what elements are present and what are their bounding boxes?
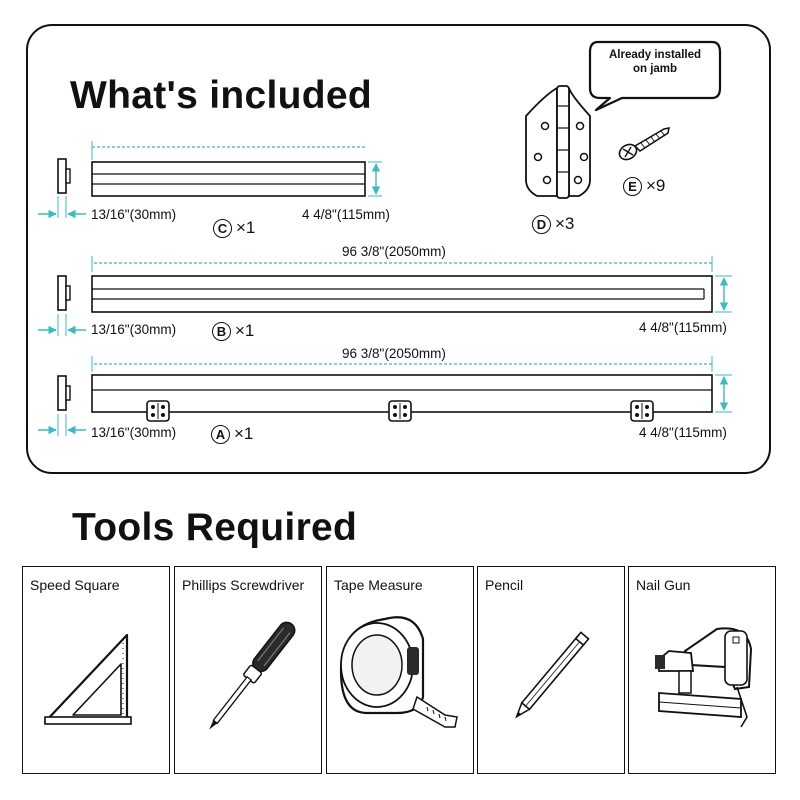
tools-title: Tools Required <box>72 506 358 549</box>
part-d-label: D ×3 <box>532 214 574 234</box>
part-c-letter: C <box>213 218 232 238</box>
part-a-qty: ×1 <box>234 424 254 443</box>
tool-card-tape-measure: Tape Measure <box>326 566 474 774</box>
bubble-line-2: on jamb <box>632 63 678 75</box>
part-e-letter: E <box>623 176 642 196</box>
part-c-label: C ×1 <box>213 218 255 238</box>
included-panel <box>26 24 771 474</box>
tool-name: Pencil <box>485 577 524 593</box>
tool-name: Tape Measure <box>334 577 423 593</box>
part-b-label: B ×1 <box>212 321 254 341</box>
tool-card-phillips-screwdriver: Phillips Screwdriver <box>174 566 322 774</box>
bubble-text: Already installed on jamb <box>594 48 716 76</box>
part-c-qty: ×1 <box>236 218 256 237</box>
part-b-letter: B <box>212 321 231 341</box>
part-c-drawing <box>38 141 382 219</box>
tool-card-pencil: Pencil <box>477 566 625 774</box>
tool-card-nail-gun: Nail Gun <box>628 566 776 774</box>
part-a-length: 96 3/8"(2050mm) <box>342 346 446 361</box>
part-a-width: 4 4/8"(115mm) <box>639 425 727 440</box>
part-a-letter: A <box>211 424 230 444</box>
screw-e-icon <box>618 127 670 161</box>
pencil-icon <box>515 631 590 719</box>
part-d-letter: D <box>532 214 551 234</box>
tool-name: Phillips Screwdriver <box>182 577 305 593</box>
included-drawing <box>38 40 732 436</box>
tool-card-speed-square: Speed Square <box>22 566 170 774</box>
included-title: What's included <box>70 74 372 117</box>
speed-square-icon <box>43 633 132 725</box>
screwdriver-icon <box>209 621 296 730</box>
part-e-qty: ×9 <box>646 176 666 195</box>
part-a-drawing <box>38 356 732 436</box>
part-a-thickness: 13/16"(30mm) <box>91 425 177 440</box>
part-e-label: E ×9 <box>623 176 665 196</box>
speech-bubble <box>588 40 722 112</box>
part-d-qty: ×3 <box>555 214 575 233</box>
part-b-qty: ×1 <box>235 321 255 340</box>
part-c-thickness: 13/16"(30mm) <box>91 207 177 222</box>
part-b-width: 4 4/8"(115mm) <box>639 320 727 335</box>
tool-name: Speed Square <box>30 577 120 593</box>
tape-measure-icon <box>339 616 458 728</box>
tool-name: Nail Gun <box>636 577 691 593</box>
bubble-line-1: Already installed <box>608 49 702 61</box>
part-a-label: A ×1 <box>211 424 253 444</box>
part-c-width: 4 4/8"(115mm) <box>302 207 390 222</box>
part-b-thickness: 13/16"(30mm) <box>91 322 177 337</box>
hinge-d-icon <box>525 85 591 199</box>
part-b-drawing <box>38 256 732 336</box>
nail-gun-icon <box>655 627 753 728</box>
part-b-length: 96 3/8"(2050mm) <box>342 244 446 259</box>
